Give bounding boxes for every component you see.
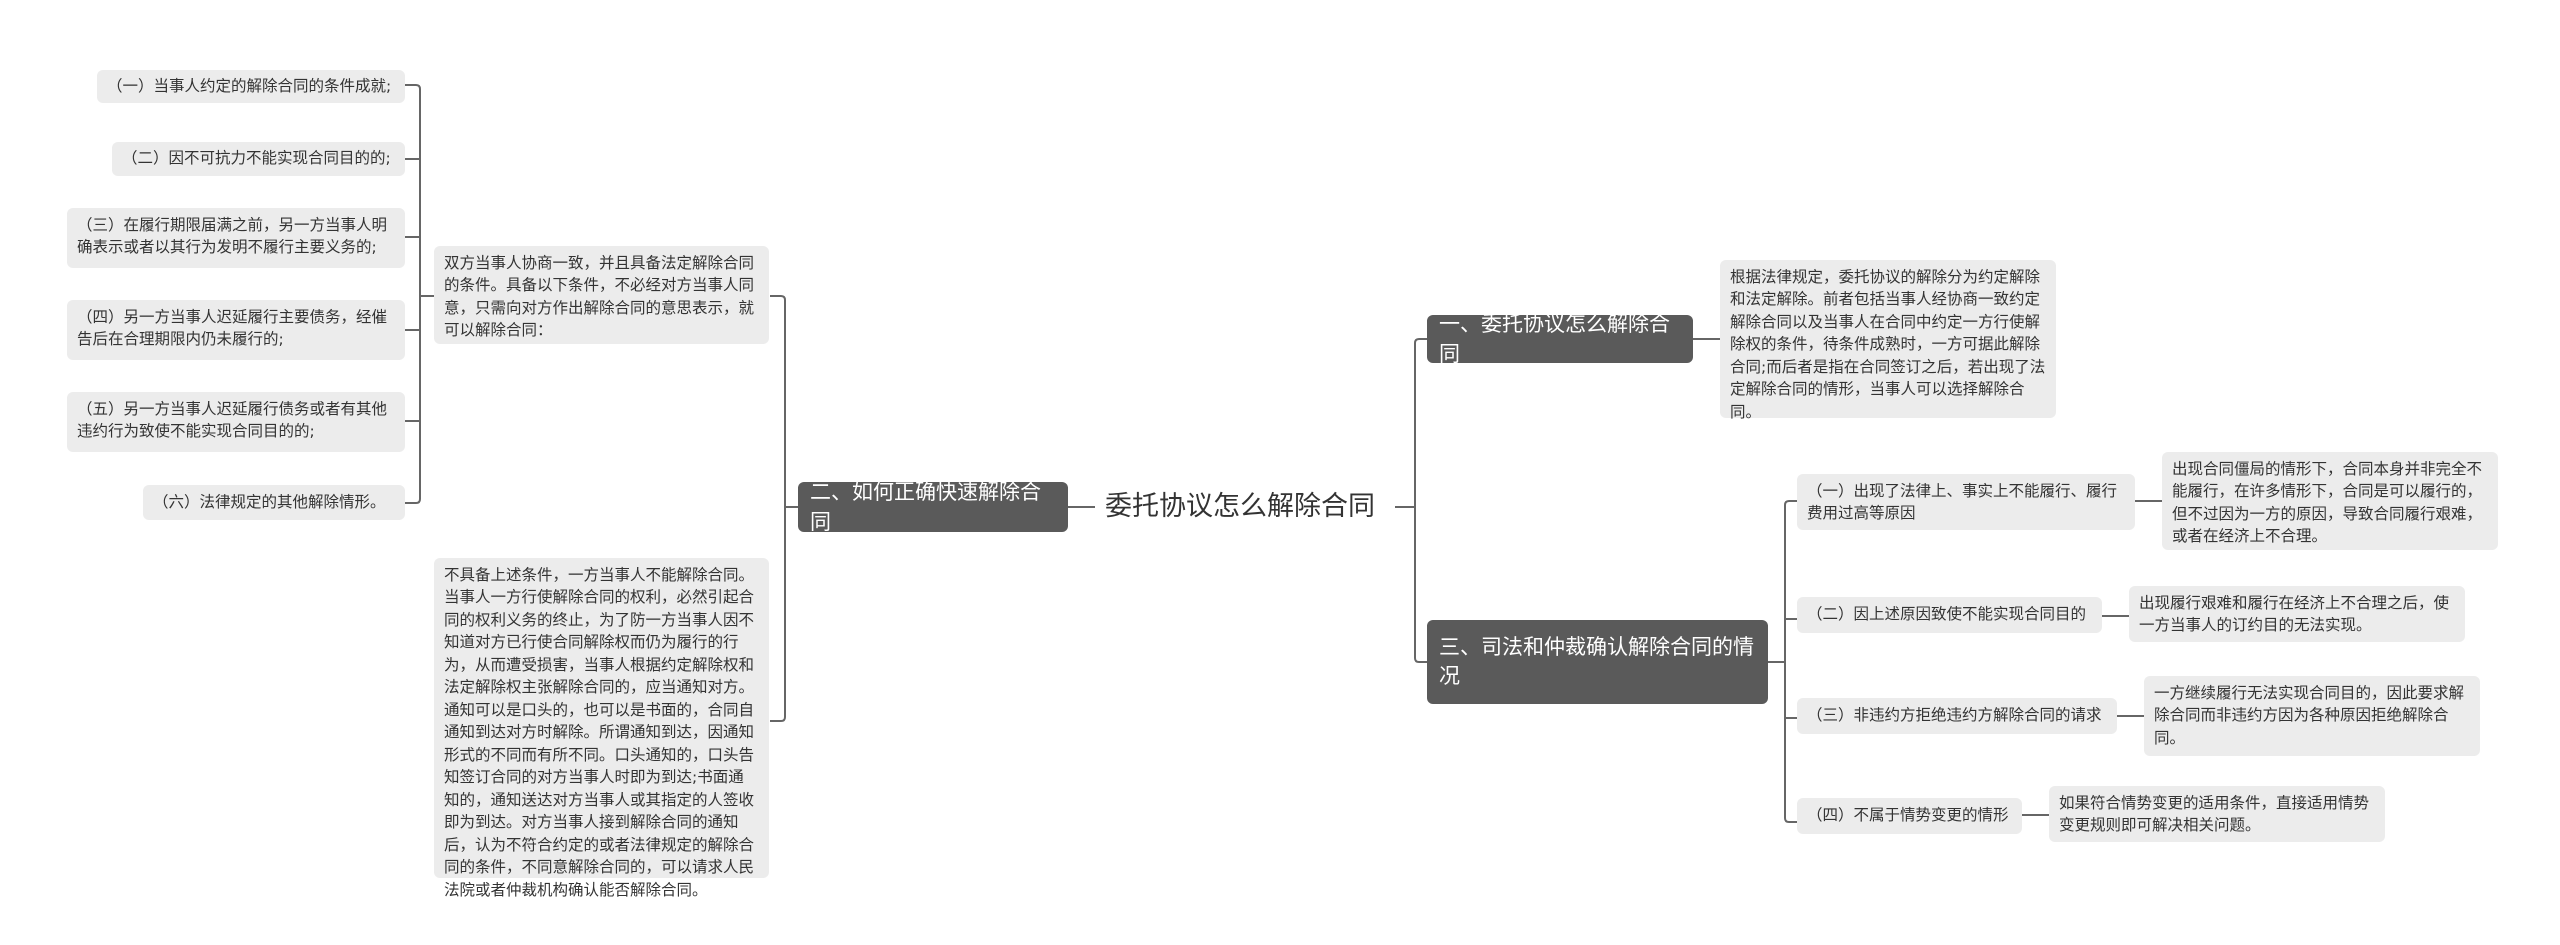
judicial-item-1[interactable]: （一）出现了法律上、事实上不能履行、履行费用过高等原因 xyxy=(1797,474,2135,530)
branch-how-to-terminate[interactable]: 二、如何正确快速解除合同 xyxy=(798,480,1068,534)
condition-item-2[interactable]: （二）因不可抗力不能实现合同目的的; xyxy=(112,142,405,176)
root-topic[interactable]: 委托协议怎么解除合同 xyxy=(1105,482,1395,532)
summary-text: 双方当事人协商一致，并且具备法定解除合同的条件。具备以下条件，不必经对方当事人同… xyxy=(444,254,755,340)
item-text: （四）不属于情势变更的情形 xyxy=(1807,806,2009,824)
item-text: （二）因上述原因致使不能实现合同目的 xyxy=(1807,605,2087,623)
branch-judicial-arbitration[interactable]: 三、司法和仲裁确认解除合同的情况 xyxy=(1427,620,1768,704)
detail-text: 一方继续履行无法实现合同目的，因此要求解除合同而非违约方因为各种原因拒绝解除合同… xyxy=(2154,684,2465,747)
judicial-item-3-detail[interactable]: 一方继续履行无法实现合同目的，因此要求解除合同而非违约方因为各种原因拒绝解除合同… xyxy=(2144,676,2480,756)
connector-left-spine xyxy=(770,295,798,722)
judicial-item-2[interactable]: （二）因上述原因致使不能实现合同目的 xyxy=(1797,597,2102,633)
connector-conditions xyxy=(405,84,421,504)
condition-item-6[interactable]: （六）法律规定的其他解除情形。 xyxy=(143,485,405,520)
condition-item-3[interactable]: （三）在履行期限届满之前，另一方当事人明确表示或者以其行为发明不履行主要义务的; xyxy=(67,208,405,268)
root-topic-label: 委托协议怎么解除合同 xyxy=(1105,491,1375,523)
summary-text: 不具备上述条件，一方当事人不能解除合同。当事人一方行使解除合同的权利，必然引起合… xyxy=(444,566,755,899)
item-text: （一）出现了法律上、事实上不能履行、履行费用过高等原因 xyxy=(1807,482,2118,523)
item-text: （三）非违约方拒绝违约方解除合同的请求 xyxy=(1807,706,2102,724)
condition-item-1[interactable]: （一）当事人约定的解除合同的条件成就; xyxy=(97,70,405,103)
condition-text: （五）另一方当事人迟延履行债务或者有其他违约行为致使不能实现合同目的的; xyxy=(77,400,388,441)
detail-text: 根据法律规定，委托协议的解除分为约定解除和法定解除。前者包括当事人经协商一致约定… xyxy=(1730,268,2046,421)
detail-text: 如果符合情势变更的适用条件，直接适用情势变更规则即可解决相关问题。 xyxy=(2059,794,2370,835)
judicial-item-1-detail[interactable]: 出现合同僵局的情形下，合同本身并非完全不能履行，在许多情形下，合同是可以履行的，… xyxy=(2162,452,2498,550)
detail-text: 出现履行艰难和履行在经济上不合理之后，使一方当事人的订约目的无法实现。 xyxy=(2139,594,2450,635)
summary-legal-termination[interactable]: 双方当事人协商一致，并且具备法定解除合同的条件。具备以下条件，不必经对方当事人同… xyxy=(434,246,769,344)
judicial-item-4[interactable]: （四）不属于情势变更的情形 xyxy=(1797,798,2022,834)
summary-notice-requirement[interactable]: 不具备上述条件，一方当事人不能解除合同。当事人一方行使解除合同的权利，必然引起合… xyxy=(434,558,769,899)
judicial-item-3[interactable]: （三）非违约方拒绝违约方解除合同的请求 xyxy=(1797,698,2117,734)
branch-label: 二、如何正确快速解除合同 xyxy=(810,479,1041,534)
judicial-item-4-detail[interactable]: 如果符合情势变更的适用条件，直接适用情势变更规则即可解决相关问题。 xyxy=(2049,786,2385,842)
condition-text: （六）法律规定的其他解除情形。 xyxy=(153,493,386,511)
condition-text: （四）另一方当事人迟延履行主要债务，经催告后在合理期限内仍未履行的; xyxy=(77,308,388,349)
condition-text: （二）因不可抗力不能实现合同目的的; xyxy=(122,149,391,167)
connector-root-right-b3 xyxy=(1414,507,1427,663)
connector-root-right xyxy=(1395,338,1427,508)
connector-b3-items xyxy=(1784,500,1797,823)
judicial-item-2-detail[interactable]: 出现履行艰难和履行在经济上不合理之后，使一方当事人的订约目的无法实现。 xyxy=(2129,586,2465,642)
condition-item-5[interactable]: （五）另一方当事人迟延履行债务或者有其他违约行为致使不能实现合同目的的; xyxy=(67,392,405,452)
branch-how-to-terminate-entrustment[interactable]: 一、委托协议怎么解除合同 xyxy=(1427,312,1693,366)
detail-termination-types[interactable]: 根据法律规定，委托协议的解除分为约定解除和法定解除。前者包括当事人经协商一致约定… xyxy=(1720,260,2056,421)
detail-text: 出现合同僵局的情形下，合同本身并非完全不能履行，在许多情形下，合同是可以履行的，… xyxy=(2172,460,2483,546)
condition-text: （一）当事人约定的解除合同的条件成就; xyxy=(107,77,392,95)
condition-text: （三）在履行期限届满之前，另一方当事人明确表示或者以其行为发明不履行主要义务的; xyxy=(77,216,388,257)
branch-label: 一、委托协议怎么解除合同 xyxy=(1439,311,1670,366)
condition-item-4[interactable]: （四）另一方当事人迟延履行主要债务，经催告后在合理期限内仍未履行的; xyxy=(67,300,405,360)
branch-label: 三、司法和仲裁确认解除合同的情况 xyxy=(1439,634,1754,688)
